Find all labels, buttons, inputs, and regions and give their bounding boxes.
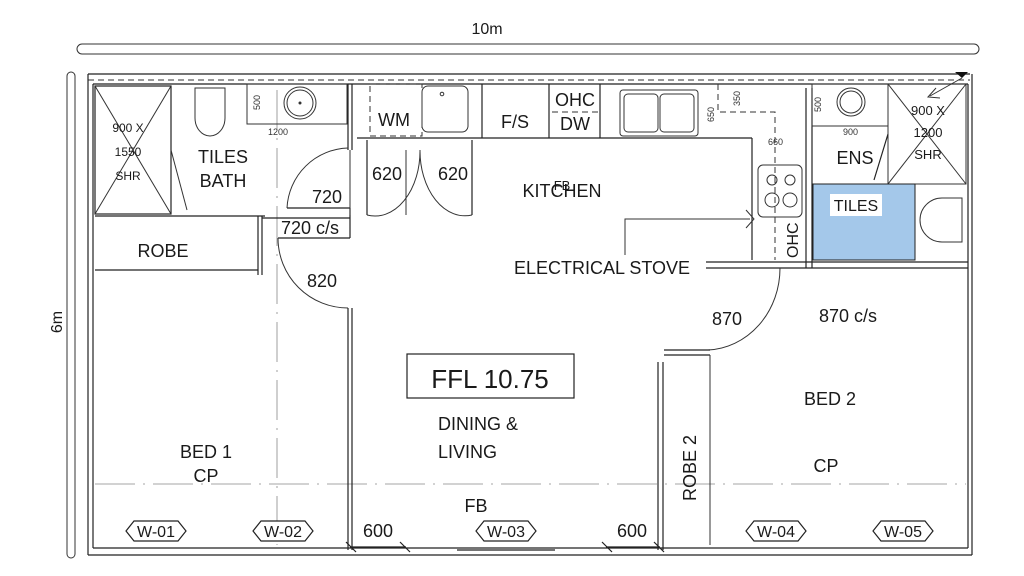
kitchen-cabinets — [349, 83, 803, 260]
ohc-label: OHC — [555, 90, 595, 110]
door-720cs-label: 720 c/s — [281, 218, 339, 238]
door-870cs-label: 870 c/s — [819, 306, 877, 326]
basin-icon — [283, 86, 317, 120]
bed2-walls — [657, 267, 781, 550]
double-sink-icon — [619, 89, 699, 137]
window-tag-w-01: W-01 — [125, 520, 187, 542]
grid-lines — [95, 90, 966, 545]
width-dimension-label: 10m — [471, 21, 502, 38]
window-tag-label: W-03 — [487, 524, 525, 541]
kitchen-label: KITCHEN — [522, 181, 601, 201]
bed1-label: BED 1 — [180, 442, 232, 462]
robe2-label: ROBE 2 — [680, 435, 700, 501]
bed2-label: BED 2 — [804, 389, 856, 409]
dim-650-label: 650 — [706, 107, 716, 122]
door-820-label: 820 — [307, 271, 337, 291]
ens-toilet-icon — [919, 197, 963, 243]
ens-vanity-width-label: 900 — [843, 127, 858, 137]
door-600a-label: 600 — [363, 521, 393, 541]
bath-shower-label: SHR — [115, 169, 141, 183]
electrical-stove-label: ELECTRICAL STOVE — [514, 258, 690, 278]
height-dimension-label: 6m — [49, 311, 66, 333]
bed2-cp-label: CP — [813, 456, 838, 476]
window-tag-w-03: W-03 — [475, 520, 537, 542]
robe — [95, 216, 263, 275]
dining-fb-label: FB — [464, 496, 487, 516]
door-600-dims — [345, 541, 665, 553]
door-870-label: 870 — [712, 309, 742, 329]
dining-living-label: LIVING — [438, 442, 497, 462]
door-620a-label: 620 — [372, 164, 402, 184]
height-dimension-bar — [66, 71, 76, 559]
bath-shower-label: 900 X — [112, 121, 143, 135]
ens-basin-icon — [836, 87, 866, 117]
vanity-depth-label: 500 — [252, 95, 262, 110]
ens-shower-label: 1200 — [914, 125, 943, 140]
vanity — [246, 83, 348, 125]
kitchen-fb-label: FB — [554, 178, 571, 193]
window-tag-label: W-01 — [137, 524, 175, 541]
sink-icon — [421, 85, 469, 133]
ens-label: ENS — [836, 148, 873, 168]
bathroom — [94, 83, 353, 217]
door-720-label: 720 — [312, 187, 342, 207]
bath-shower-label: 1550 — [115, 145, 142, 159]
window-tag-w-02: W-02 — [252, 520, 314, 542]
dim-660-label: 660 — [768, 137, 783, 147]
ffl-label: FFL 10.75 — [431, 364, 549, 394]
window-tag-label: W-02 — [264, 524, 302, 541]
window-tag-label: W-04 — [757, 524, 795, 541]
vanity-width-label: 1200 — [268, 127, 288, 137]
door-620b-label: 620 — [438, 164, 468, 184]
ffl-box — [406, 353, 575, 399]
dining-living-label: DINING & — [438, 414, 518, 434]
cooktop-icon — [757, 164, 803, 218]
width-dimension-bar — [76, 43, 980, 55]
window-tag-w-04: W-04 — [745, 520, 807, 542]
window-tags: W-01 W-02 W-03 W-04 W-05 — [125, 520, 934, 542]
door-600b-label: 600 — [617, 521, 647, 541]
bath-label: TILES — [198, 147, 248, 167]
window-tag-label: W-05 — [884, 524, 922, 541]
window-tag-w-05: W-05 — [872, 520, 934, 542]
dw-label: DW — [560, 114, 590, 134]
ens-vanity-depth-label: 500 — [813, 97, 823, 112]
ens-shower-label: 900 X — [911, 103, 945, 118]
ohc-side-label: OHC — [785, 222, 802, 258]
wm-label: WM — [378, 110, 410, 130]
ens-shower-label: SHR — [914, 147, 941, 162]
dim-350-label: 350 — [732, 91, 742, 106]
robe-label: ROBE — [137, 241, 188, 261]
fs-label: F/S — [501, 112, 529, 132]
toilet-icon — [194, 87, 226, 137]
tiles-label: TILES — [834, 198, 878, 215]
bath-doors — [262, 147, 353, 550]
bath-label: BATH — [200, 171, 247, 191]
bed1-cp-label: CP — [193, 466, 218, 486]
